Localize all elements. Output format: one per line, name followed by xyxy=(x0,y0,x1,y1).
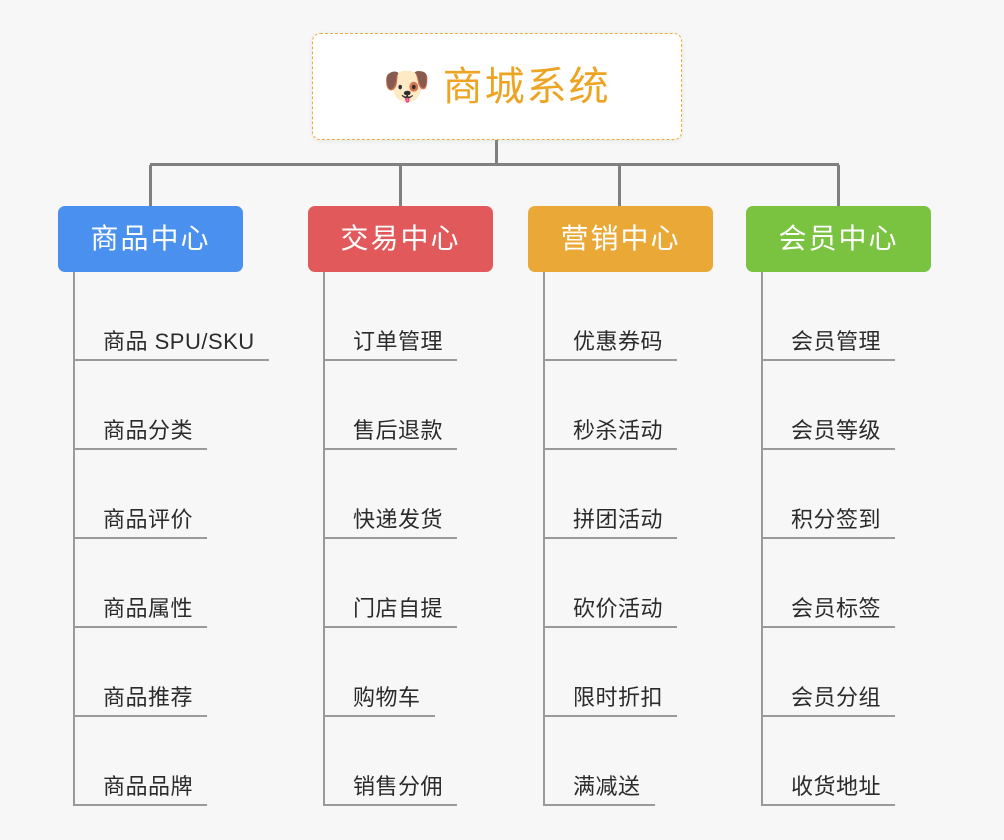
list-item[interactable]: 满减送 xyxy=(543,717,718,806)
list-item[interactable]: 会员分组 xyxy=(761,628,936,717)
list-item[interactable]: 积分签到 xyxy=(761,450,936,539)
list-item[interactable]: 会员管理 xyxy=(761,272,936,361)
leaf-list-marketing: 优惠券码 秒杀活动 拼团活动 砍价活动 限时折扣 满减送 xyxy=(543,272,718,806)
list-item[interactable]: 优惠券码 xyxy=(543,272,718,361)
leaf-label: 会员分组 xyxy=(791,684,882,710)
leaf-label: 快递发货 xyxy=(353,506,444,532)
category-header-marketing[interactable]: 营销中心 xyxy=(528,206,713,272)
leaf-label: 商品 SPU/SKU xyxy=(103,328,255,354)
list-item[interactable]: 砍价活动 xyxy=(543,539,718,628)
leaf-label: 会员等级 xyxy=(791,417,882,443)
list-item[interactable]: 秒杀活动 xyxy=(543,361,718,450)
list-item[interactable]: 会员标签 xyxy=(761,539,936,628)
branch-connector-2 xyxy=(399,165,402,208)
list-item[interactable]: 收货地址 xyxy=(761,717,936,806)
leaf-label: 商品品牌 xyxy=(103,773,194,799)
list-item[interactable]: 售后退款 xyxy=(323,361,508,450)
list-item[interactable]: 限时折扣 xyxy=(543,628,718,717)
leaf-label: 商品评价 xyxy=(103,506,194,532)
leaf-label: 秒杀活动 xyxy=(573,417,664,443)
category-header-member[interactable]: 会员中心 xyxy=(746,206,931,272)
list-item[interactable]: 商品品牌 xyxy=(73,717,298,806)
branch-connector-1 xyxy=(149,165,152,208)
leaf-label: 订单管理 xyxy=(353,328,444,354)
branch-connector-4 xyxy=(837,165,840,208)
list-item[interactable]: 订单管理 xyxy=(323,272,508,361)
category-label: 商品中心 xyxy=(90,223,211,254)
leaf-label: 拼团活动 xyxy=(573,506,664,532)
leaf-label: 会员标签 xyxy=(791,595,882,621)
leaf-label: 售后退款 xyxy=(353,417,444,443)
category-label: 交易中心 xyxy=(340,223,461,254)
leaf-label: 商品分类 xyxy=(103,417,194,443)
list-item[interactable]: 商品分类 xyxy=(73,361,298,450)
leaf-label: 销售分佣 xyxy=(353,773,444,799)
category-column-marketing: 营销中心 优惠券码 秒杀活动 拼团活动 砍价活动 限时折扣 满减送 xyxy=(528,206,718,806)
leaf-label: 商品推荐 xyxy=(103,684,194,710)
list-item[interactable]: 快递发货 xyxy=(323,450,508,539)
list-item[interactable]: 购物车 xyxy=(323,628,508,717)
leaf-label: 购物车 xyxy=(353,684,421,710)
leaf-label: 商品属性 xyxy=(103,595,194,621)
category-header-trade[interactable]: 交易中心 xyxy=(308,206,493,272)
category-label: 会员中心 xyxy=(778,223,899,254)
leaf-label: 满减送 xyxy=(573,773,641,799)
category-header-product[interactable]: 商品中心 xyxy=(58,206,243,272)
leaf-label: 收货地址 xyxy=(791,773,882,799)
list-item[interactable]: 商品评价 xyxy=(73,450,298,539)
leaf-label: 限时折扣 xyxy=(573,684,664,710)
horizontal-bus-connector xyxy=(150,163,839,166)
list-item[interactable]: 商品 SPU/SKU xyxy=(73,272,298,361)
leaf-label: 门店自提 xyxy=(353,595,444,621)
leaf-list-member: 会员管理 会员等级 积分签到 会员标签 会员分组 收货地址 xyxy=(761,272,936,806)
root-title: 商城系统 xyxy=(442,64,611,109)
leaf-label: 优惠券码 xyxy=(573,328,664,354)
list-item[interactable]: 会员等级 xyxy=(761,361,936,450)
leaf-list-product: 商品 SPU/SKU 商品分类 商品评价 商品属性 商品推荐 商品品牌 xyxy=(73,272,298,806)
leaf-list-trade: 订单管理 售后退款 快递发货 门店自提 购物车 销售分佣 xyxy=(323,272,508,806)
list-item[interactable]: 商品属性 xyxy=(73,539,298,628)
leaf-label: 积分签到 xyxy=(791,506,882,532)
category-column-product: 商品中心 商品 SPU/SKU 商品分类 商品评价 商品属性 商品推荐 商品品牌 xyxy=(58,206,298,806)
category-column-member: 会员中心 会员管理 会员等级 积分签到 会员标签 会员分组 收货地址 xyxy=(746,206,936,806)
list-item[interactable]: 拼团活动 xyxy=(543,450,718,539)
list-item[interactable]: 门店自提 xyxy=(323,539,508,628)
root-stem-connector xyxy=(495,140,498,165)
leaf-label: 砍价活动 xyxy=(573,595,664,621)
branch-connector-3 xyxy=(618,165,621,208)
category-column-trade: 交易中心 订单管理 售后退款 快递发货 门店自提 购物车 销售分佣 xyxy=(308,206,508,806)
root-node[interactable]: 🐶 商城系统 xyxy=(312,33,682,140)
list-item[interactable]: 商品推荐 xyxy=(73,628,298,717)
list-item[interactable]: 销售分佣 xyxy=(323,717,508,806)
dog-face-icon: 🐶 xyxy=(383,65,431,108)
leaf-label: 会员管理 xyxy=(791,328,882,354)
category-label: 营销中心 xyxy=(560,223,681,254)
